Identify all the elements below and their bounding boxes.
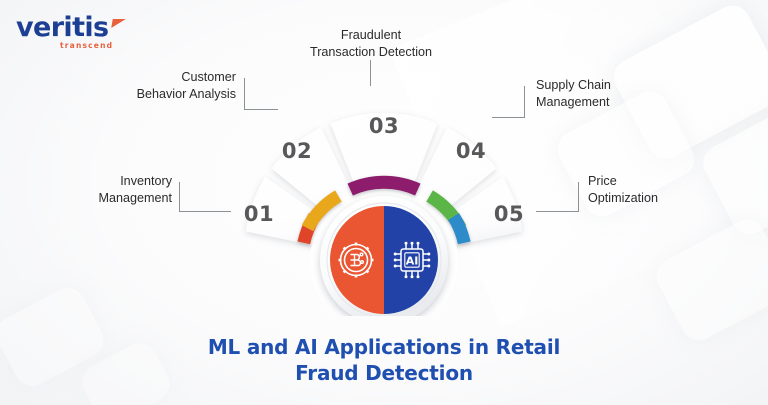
ml-gear-brain-icon bbox=[338, 242, 374, 278]
arc-segment-02[interactable] bbox=[301, 190, 342, 232]
title-line-2: Fraud Detection bbox=[295, 361, 473, 386]
arrow-swoosh-icon bbox=[111, 19, 126, 28]
page-title: ML and AI Applications in Retail Fraud D… bbox=[0, 334, 768, 387]
callout-label-fraudulent-transaction-detection: Fraudulent Transaction Detection bbox=[309, 28, 433, 59]
connector-line-fraud bbox=[370, 60, 371, 86]
hub-right-half-ai[interactable] bbox=[384, 206, 438, 314]
petal-number-02: 02 bbox=[282, 139, 312, 163]
ai-chip-text: AI bbox=[406, 254, 419, 267]
petal-number-01: 01 bbox=[244, 202, 274, 226]
connector-line-customer bbox=[244, 109, 278, 110]
petal-number-04: 04 bbox=[456, 139, 486, 163]
callout-label-inventory-management: Inventory Management bbox=[98, 174, 172, 205]
arc-segment-03[interactable] bbox=[347, 175, 421, 196]
connector-line-inventory bbox=[179, 182, 180, 212]
connector-line-supply bbox=[492, 117, 525, 118]
petal-number-05: 05 bbox=[494, 202, 524, 226]
arc-segment-05[interactable] bbox=[447, 213, 471, 245]
donut-wheel-diagram: AI 01 02 03 04 05 bbox=[234, 96, 534, 316]
connector-line-customer bbox=[244, 78, 245, 110]
callout-label-price-optimization: Price Optimization bbox=[588, 174, 658, 205]
title-line-1: ML and AI Applications in Retail bbox=[207, 335, 561, 359]
veritis-logo[interactable]: veritis transcend bbox=[16, 14, 136, 54]
color-arc-group bbox=[297, 175, 471, 245]
ai-chip-icon: AI bbox=[393, 241, 431, 279]
callout-label-customer-behavior-analysis: Customer Behavior Analysis bbox=[136, 70, 236, 101]
connector-line-price bbox=[578, 182, 579, 212]
logo-wordmark: veritis bbox=[16, 12, 109, 43]
connector-line-supply bbox=[524, 86, 525, 118]
connector-line-inventory bbox=[179, 211, 231, 212]
hub-ring-inner-edge bbox=[326, 202, 442, 316]
callout-label-supply-chain-management: Supply Chain Management bbox=[536, 78, 611, 109]
petal-number-03: 03 bbox=[369, 114, 399, 138]
logo-tagline: transcend bbox=[60, 41, 114, 50]
center-hub[interactable] bbox=[330, 206, 438, 314]
connector-line-price bbox=[536, 211, 579, 212]
